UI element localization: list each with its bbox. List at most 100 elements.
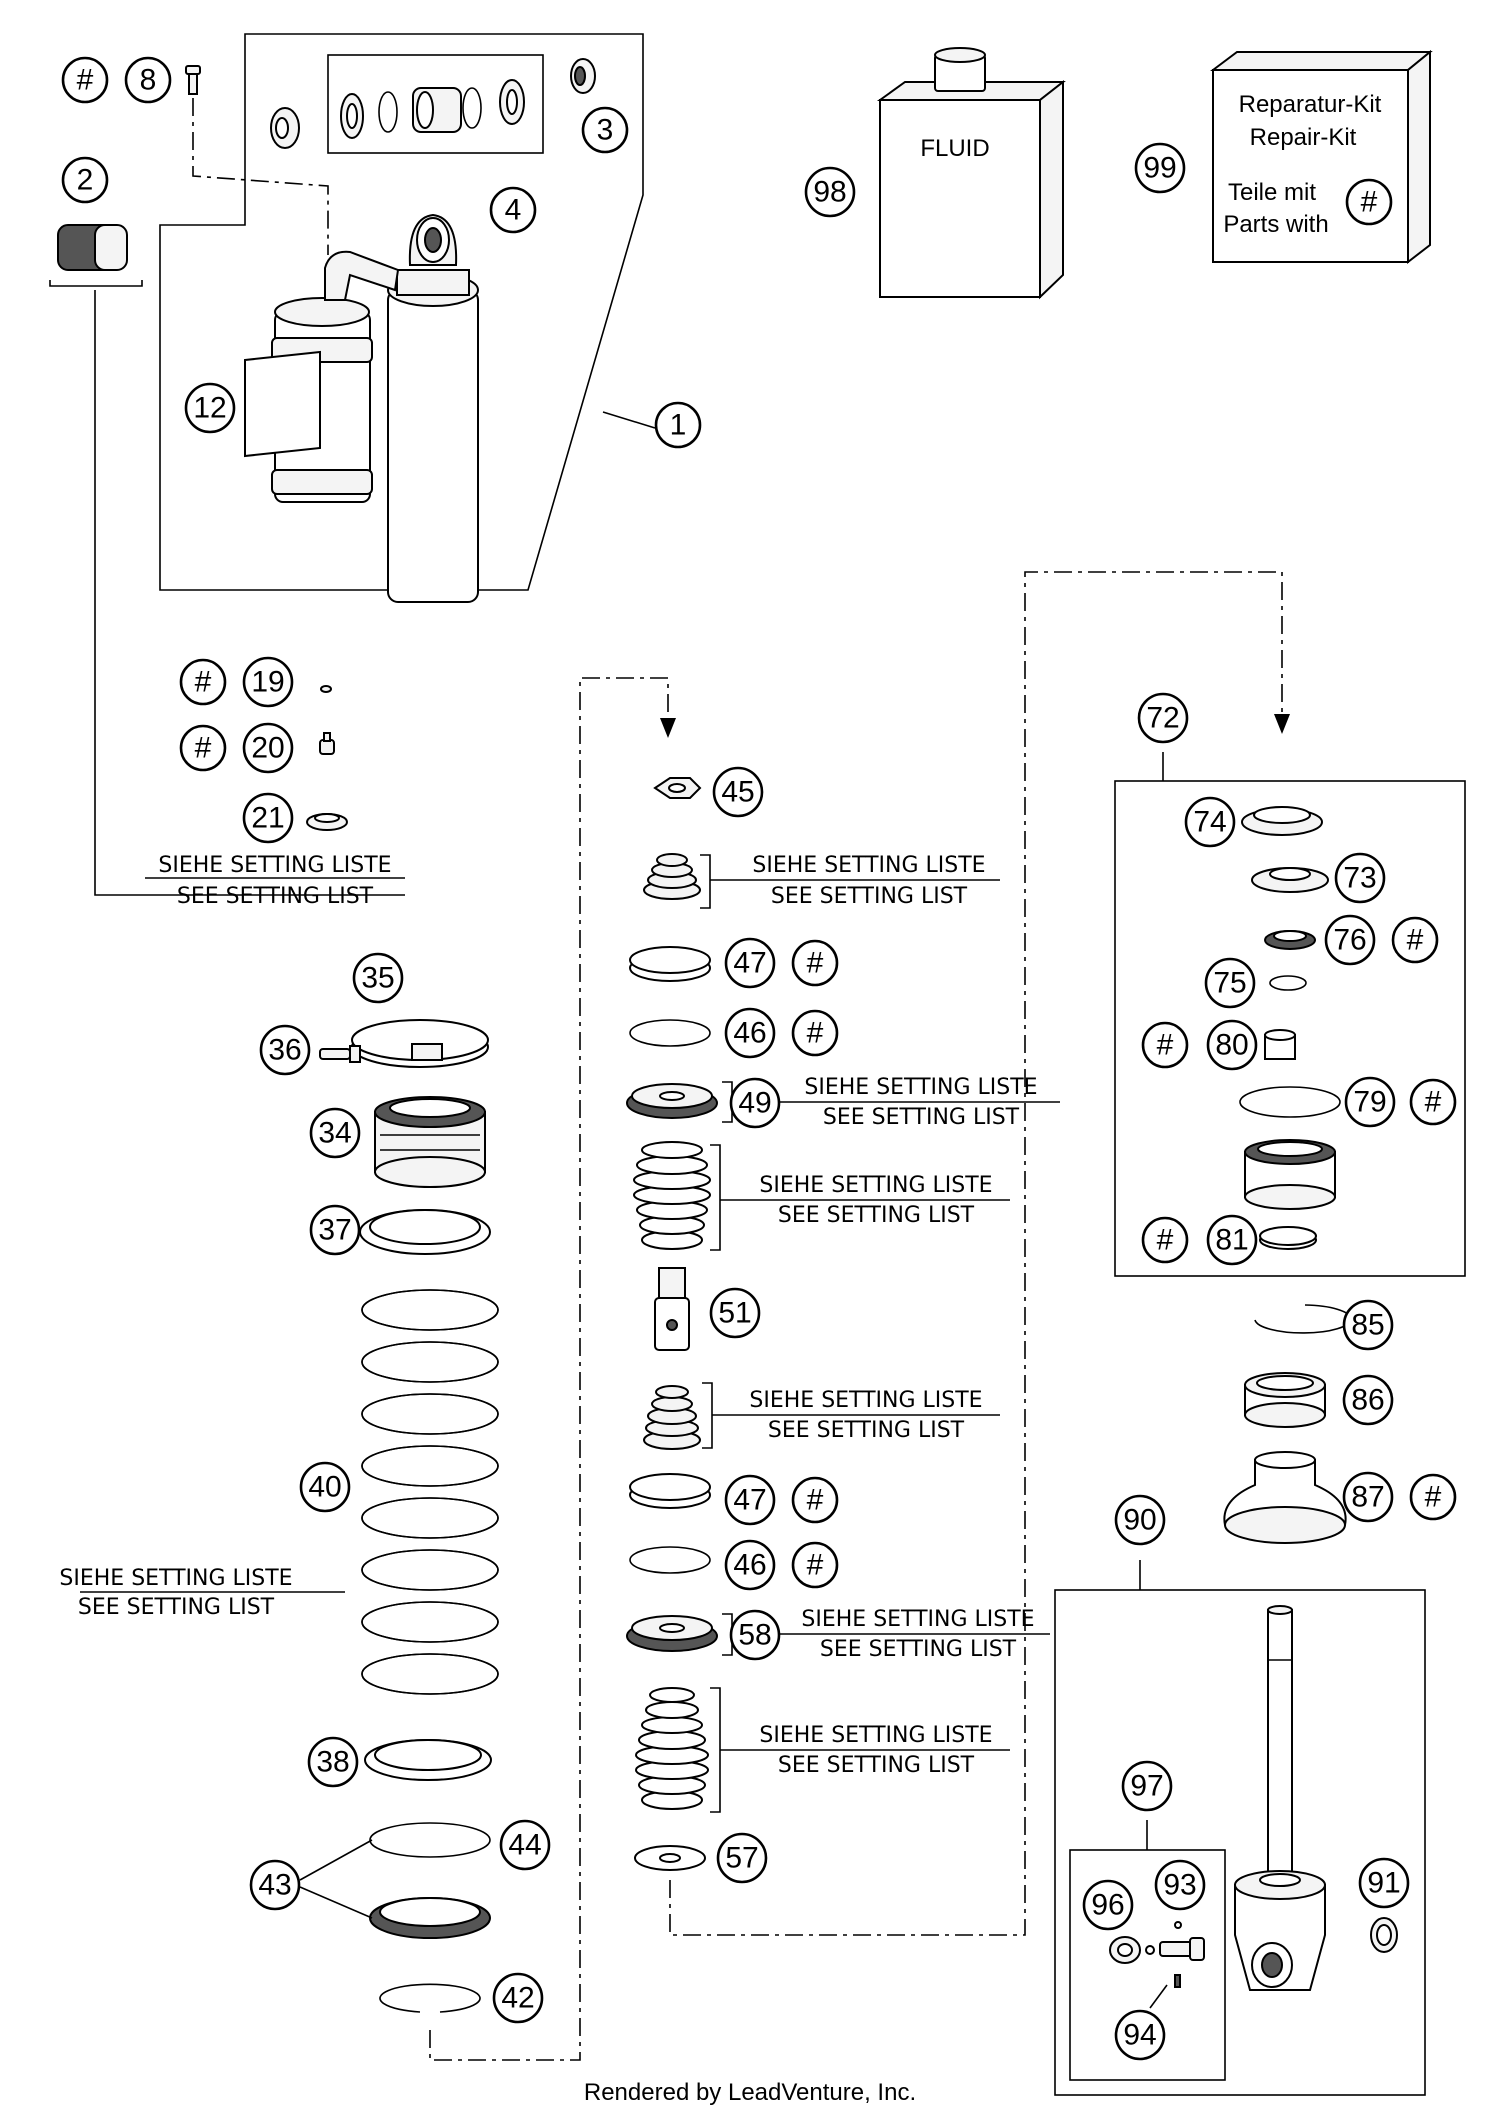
setting-label-en-6: SEE SETTING LIST — [78, 1595, 275, 1620]
svg-text:42: 42 — [501, 1982, 534, 2015]
svg-text:86: 86 — [1351, 1384, 1384, 1417]
part-42-shape — [379, 1983, 481, 2013]
svg-text:49: 49 — [738, 1087, 771, 1120]
callout-21[interactable]: 21 — [242, 792, 294, 844]
callout-97[interactable]: 97 — [1121, 1760, 1173, 1812]
callout-35[interactable]: 35 — [352, 952, 404, 1004]
callout-49[interactable]: 49 — [729, 1077, 781, 1129]
callout-76[interactable]: 76 — [1324, 914, 1376, 966]
shock-assembly-group — [49, 33, 656, 603]
callout-98[interactable]: 98 — [804, 166, 856, 218]
callout-96[interactable]: 96 — [1082, 1879, 1134, 1931]
svg-text:35: 35 — [361, 962, 394, 995]
shock-assembly-frame — [159, 33, 644, 591]
svg-text:38: 38 — [316, 1746, 349, 1779]
svg-text:80: 80 — [1215, 1029, 1248, 1062]
svg-text:99: 99 — [1143, 152, 1176, 185]
callout-47a[interactable]: 47 — [724, 937, 776, 989]
callout-46a[interactable]: 46 — [724, 1007, 776, 1059]
svg-text:91: 91 — [1367, 1867, 1400, 1900]
setting-label-de-3: SIEHE SETTING LISTE — [804, 1075, 1037, 1100]
callout-74[interactable]: 74 — [1184, 796, 1236, 848]
callout-42[interactable]: 42 — [492, 1972, 544, 2024]
callout-58[interactable]: 58 — [729, 1609, 781, 1661]
callout-hash-76: # — [1391, 916, 1439, 964]
flow-line-right — [669, 571, 1283, 1936]
callout-19[interactable]: 19 — [242, 656, 294, 708]
callout-36[interactable]: 36 — [259, 1024, 311, 1076]
callout-40[interactable]: 40 — [299, 1461, 351, 1513]
part-91-shape — [1370, 1917, 1398, 1953]
svg-text:4: 4 — [505, 194, 522, 227]
callout-hash-8: # — [61, 56, 109, 104]
svg-text:#: # — [1425, 1481, 1442, 1514]
svg-text:20: 20 — [251, 732, 284, 765]
callout-4[interactable]: 4 — [489, 186, 537, 234]
callout-45[interactable]: 45 — [712, 766, 764, 818]
callout-80[interactable]: 80 — [1206, 1019, 1258, 1071]
seal-kit-box — [327, 54, 544, 154]
callout-2[interactable]: 2 — [61, 156, 109, 204]
callout-20[interactable]: 20 — [242, 722, 294, 774]
svg-text:76: 76 — [1333, 924, 1366, 957]
callout-75[interactable]: 75 — [1204, 957, 1256, 1009]
bushing-part — [570, 58, 596, 94]
callout-12[interactable]: 12 — [184, 382, 236, 434]
setting-label-de-1: SIEHE SETTING LISTE — [158, 853, 391, 878]
svg-text:85: 85 — [1351, 1309, 1384, 1342]
svg-text:1: 1 — [670, 409, 687, 442]
part-80-shape — [1264, 1029, 1296, 1060]
callout-46b[interactable]: 46 — [724, 1539, 776, 1591]
callout-8[interactable]: 8 — [124, 56, 172, 104]
callout-51[interactable]: 51 — [709, 1287, 761, 1339]
callout-38[interactable]: 38 — [307, 1736, 359, 1788]
part-76-shape — [1264, 930, 1316, 950]
svg-text:58: 58 — [738, 1619, 771, 1652]
part-44-shape — [369, 1822, 491, 1858]
callout-3[interactable]: 3 — [581, 106, 629, 154]
svg-text:#: # — [77, 64, 94, 97]
callout-44[interactable]: 44 — [499, 1819, 551, 1871]
part-96-shape — [1109, 1936, 1141, 1964]
callout-91[interactable]: 91 — [1358, 1857, 1410, 1909]
svg-text:75: 75 — [1213, 967, 1246, 1000]
callout-93[interactable]: 93 — [1154, 1859, 1206, 1911]
callout-57[interactable]: 57 — [716, 1832, 768, 1884]
repair-kit-box: Reparatur-Kit Repair-Kit Teile mit Parts… — [1210, 49, 1433, 265]
callout-hash-46a: # — [791, 1009, 839, 1057]
part-38-shape — [364, 1739, 492, 1781]
part-housing-shape — [1244, 1139, 1336, 1210]
part-74-shape — [1241, 806, 1323, 836]
callout-47b[interactable]: 47 — [724, 1474, 776, 1526]
callout-87[interactable]: 87 — [1342, 1471, 1394, 1523]
fluid-label: FLUID — [920, 135, 989, 162]
callout-72[interactable]: 72 — [1137, 692, 1189, 744]
callout-99[interactable]: 99 — [1134, 142, 1186, 194]
svg-text:81: 81 — [1215, 1224, 1248, 1257]
callout-73[interactable]: 73 — [1334, 852, 1386, 904]
kit-line-3: Teile mit — [1228, 179, 1316, 206]
part-47a-shape — [629, 946, 711, 982]
callout-37[interactable]: 37 — [309, 1204, 361, 1256]
callout-79[interactable]: 79 — [1344, 1076, 1396, 1128]
part-87-shape — [1223, 1451, 1347, 1544]
callout-86[interactable]: 86 — [1342, 1374, 1394, 1426]
callout-85[interactable]: 85 — [1342, 1299, 1394, 1351]
svg-text:21: 21 — [251, 802, 284, 835]
callout-81[interactable]: 81 — [1206, 1214, 1258, 1266]
callouts: # 8 2 3 4 12 1 98 99 # 19 # 20 21 35 36 … — [61, 56, 1457, 2061]
svg-text:93: 93 — [1163, 1869, 1196, 1902]
callout-1[interactable]: 1 — [654, 401, 702, 449]
callout-43[interactable]: 43 — [249, 1859, 301, 1911]
callout-90[interactable]: 90 — [1114, 1494, 1166, 1546]
svg-text:73: 73 — [1343, 862, 1376, 895]
callout-34[interactable]: 34 — [309, 1107, 361, 1159]
callout-94[interactable]: 94 — [1114, 2009, 1166, 2061]
piston-rod-shape — [1267, 1605, 1293, 1886]
callout-hash-20: # — [179, 724, 227, 772]
left-column-parts — [80, 290, 676, 2061]
svg-text:96: 96 — [1091, 1889, 1124, 1922]
svg-text:#: # — [195, 666, 212, 699]
svg-text:12: 12 — [193, 392, 226, 425]
